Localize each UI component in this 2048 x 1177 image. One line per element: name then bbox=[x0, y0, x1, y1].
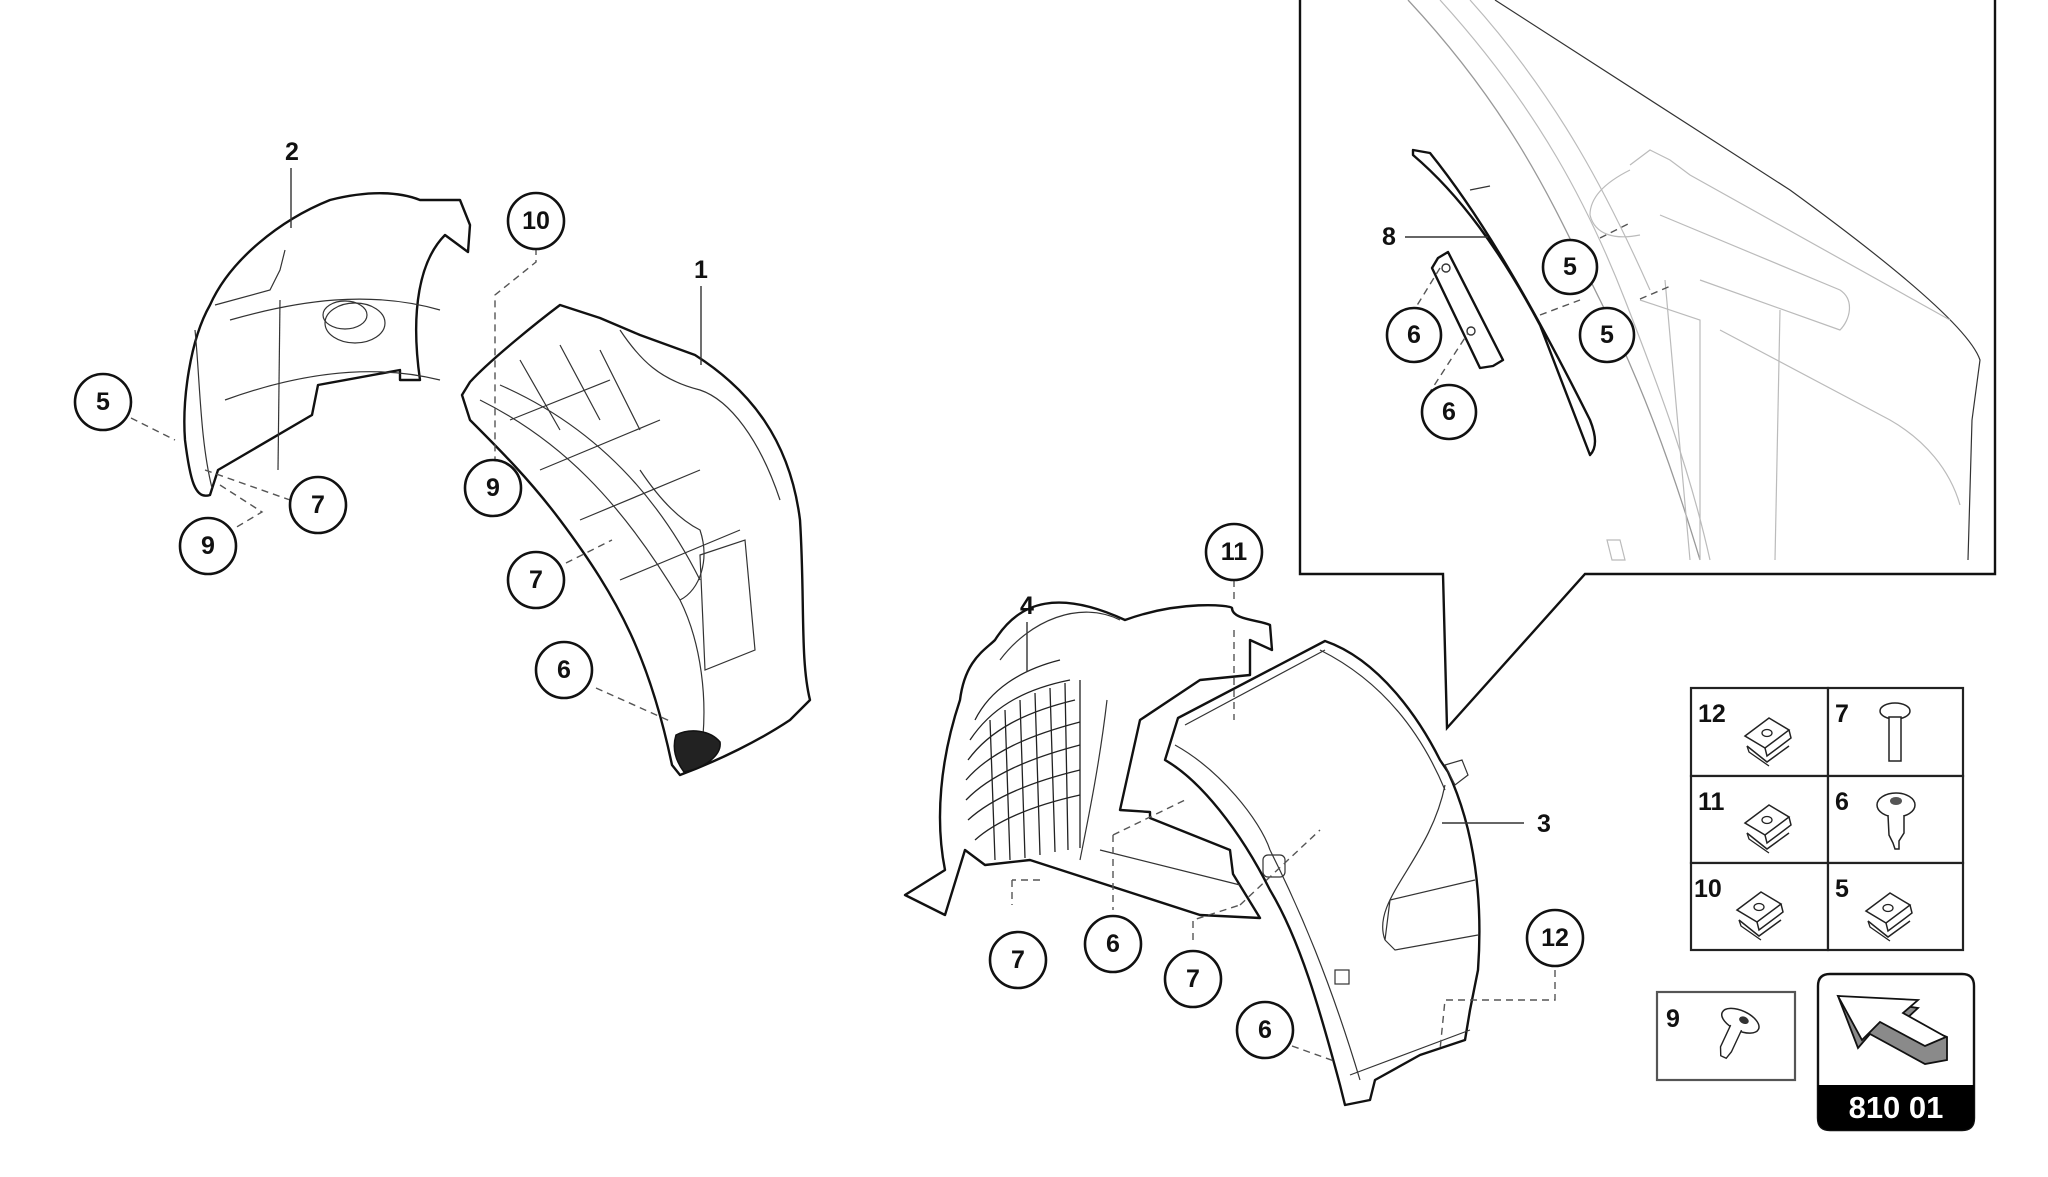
fastener-cell-6[interactable]: 6 bbox=[1826, 774, 1965, 865]
clip-nut-icon bbox=[1743, 804, 1792, 854]
callout-11[interactable]: 11 bbox=[1204, 522, 1264, 582]
callout-5-inset-a[interactable]: 5 bbox=[1541, 238, 1599, 296]
expanding-rivet-icon bbox=[1719, 1007, 1760, 1060]
svg-text:7: 7 bbox=[1186, 965, 1200, 993]
callout-5-left[interactable]: 5 bbox=[73, 372, 133, 432]
fastener-cell-11[interactable]: 11 bbox=[1689, 774, 1830, 865]
svg-text:10: 10 bbox=[1694, 875, 1722, 903]
svg-text:6: 6 bbox=[1407, 321, 1421, 349]
svg-text:5: 5 bbox=[1600, 321, 1614, 349]
callout-7-right-b[interactable]: 7 bbox=[1163, 949, 1223, 1009]
svg-text:12: 12 bbox=[1698, 700, 1726, 728]
clip-nut-icon bbox=[1864, 892, 1913, 942]
fastener-cell-9[interactable]: 9 bbox=[1655, 990, 1797, 1082]
part-label-4: 4 bbox=[1020, 592, 1034, 620]
svg-text:9: 9 bbox=[486, 474, 500, 502]
callout-5-inset-b[interactable]: 5 bbox=[1578, 306, 1636, 364]
spreader-rivet-icon bbox=[1876, 792, 1916, 850]
callout-6-inset-b[interactable]: 6 bbox=[1420, 383, 1478, 441]
callout-7-left-b[interactable]: 7 bbox=[506, 550, 566, 610]
part-label-8: 8 bbox=[1382, 223, 1396, 251]
screw-icon bbox=[1879, 702, 1911, 762]
callout-12[interactable]: 12 bbox=[1525, 908, 1585, 968]
callout-6-inset-a[interactable]: 6 bbox=[1385, 306, 1443, 364]
part-label-3: 3 bbox=[1537, 810, 1551, 838]
callout-6-right-a[interactable]: 6 bbox=[1083, 914, 1143, 974]
svg-text:6: 6 bbox=[1442, 398, 1456, 426]
svg-text:7: 7 bbox=[1011, 946, 1025, 974]
callout-7-left-a[interactable]: 7 bbox=[288, 475, 348, 535]
part-label-2: 2 bbox=[285, 138, 299, 166]
clip-nut-icon bbox=[1743, 717, 1792, 767]
part-label-1: 1 bbox=[694, 256, 708, 284]
callout-6-right-b[interactable]: 6 bbox=[1235, 1000, 1295, 1060]
callout-6-left[interactable]: 6 bbox=[534, 640, 594, 700]
clip-nut-icon bbox=[1735, 891, 1784, 941]
svg-text:7: 7 bbox=[311, 491, 325, 519]
fastener-table: 12 7 11 bbox=[1689, 686, 1965, 952]
svg-text:9: 9 bbox=[201, 532, 215, 560]
callout-9-left-a[interactable]: 9 bbox=[178, 516, 238, 576]
svg-text:9: 9 bbox=[1666, 1005, 1680, 1033]
fastener-cell-10[interactable]: 10 bbox=[1689, 861, 1830, 952]
callout-10-left[interactable]: 10 bbox=[506, 191, 566, 251]
svg-text:6: 6 bbox=[557, 656, 571, 684]
svg-text:7: 7 bbox=[529, 566, 543, 594]
svg-text:12: 12 bbox=[1541, 924, 1569, 952]
svg-text:11: 11 bbox=[1221, 538, 1248, 566]
detail-inset: 8 5 5 6 6 bbox=[1298, 0, 1997, 732]
callout-7-right-a[interactable]: 7 bbox=[988, 930, 1048, 990]
part-2-wheel-arch-liner: 2 bbox=[183, 138, 472, 497]
part-3-wheel-arch-liner: 3 bbox=[1163, 639, 1551, 1107]
part-4-wheel-arch-liner: 4 bbox=[903, 592, 1274, 920]
svg-text:11: 11 bbox=[1698, 788, 1725, 816]
svg-text:6: 6 bbox=[1106, 930, 1120, 958]
svg-text:7: 7 bbox=[1835, 700, 1849, 728]
page-reference-badge[interactable]: 810 01 bbox=[1816, 972, 1976, 1132]
svg-text:6: 6 bbox=[1835, 788, 1849, 816]
part-1-wheel-arch-liner: 1 bbox=[460, 256, 812, 777]
fastener-cell-7[interactable]: 7 bbox=[1826, 686, 1965, 778]
fastener-cell-12[interactable]: 12 bbox=[1689, 686, 1830, 778]
svg-text:10: 10 bbox=[522, 207, 550, 235]
svg-text:5: 5 bbox=[1563, 253, 1577, 281]
fastener-cell-5[interactable]: 5 bbox=[1826, 861, 1965, 952]
callout-9-left-b[interactable]: 9 bbox=[463, 458, 523, 518]
svg-text:5: 5 bbox=[1835, 875, 1849, 903]
page-code: 810 01 bbox=[1849, 1090, 1944, 1125]
svg-text:5: 5 bbox=[96, 388, 110, 416]
arrow-up-left-3d-icon bbox=[1836, 994, 1949, 1065]
svg-text:6: 6 bbox=[1258, 1016, 1272, 1044]
